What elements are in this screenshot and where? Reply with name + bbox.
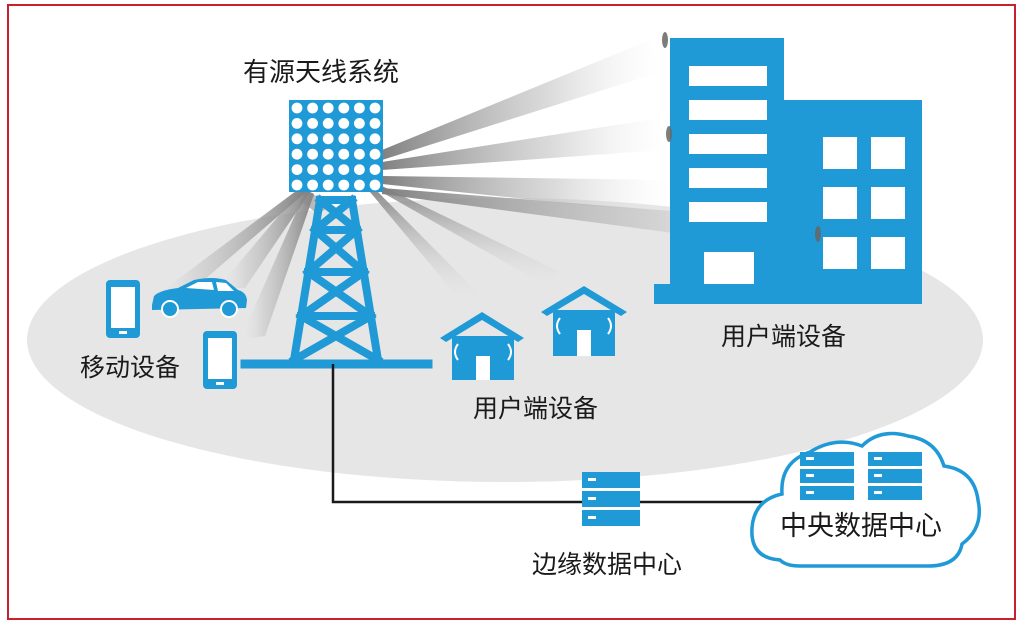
antenna-element	[307, 148, 318, 160]
house-icon	[541, 286, 627, 356]
antenna-element	[322, 118, 334, 129]
antenna-element	[291, 118, 303, 129]
user-devices-building-label: 用户端设备	[721, 322, 847, 351]
antenna-element	[354, 102, 365, 114]
antenna-element	[322, 133, 334, 145]
antenna-element	[369, 133, 381, 145]
antenna-panel-icon	[289, 100, 383, 192]
antenna-element	[354, 164, 365, 176]
antenna-element	[291, 133, 303, 145]
antenna-element	[338, 118, 350, 129]
antenna-element	[354, 179, 365, 191]
antenna-element	[322, 164, 334, 176]
antenna-element	[307, 164, 318, 176]
antenna-element	[322, 179, 334, 191]
server-rack-icon	[582, 472, 640, 526]
car-icon	[152, 278, 247, 318]
antenna-element	[338, 148, 350, 160]
server-rack-icon	[800, 452, 922, 500]
antenna-element	[307, 133, 318, 145]
antenna-element	[291, 148, 303, 160]
office-building-icon	[654, 32, 922, 304]
beams-houses	[370, 186, 560, 300]
antenna-element	[307, 118, 318, 129]
diagram-frame	[7, 4, 1016, 620]
antenna-element	[322, 102, 334, 114]
antenna-element	[369, 148, 381, 160]
antenna-element	[354, 133, 365, 145]
central-datacenter-label: 中央数据中心	[780, 511, 942, 542]
backhaul-lines	[331, 364, 765, 504]
antenna-element	[354, 118, 365, 129]
cloud-icon	[750, 431, 981, 568]
antenna-element	[291, 102, 303, 114]
antenna-system-label: 有源天线系统	[243, 58, 400, 88]
antenna-element	[307, 102, 318, 114]
antenna-element	[369, 179, 381, 191]
antenna-element	[354, 148, 365, 160]
phone-icon	[106, 280, 140, 338]
user-devices-house-label: 用户端设备	[473, 394, 599, 423]
antenna-element	[291, 164, 303, 176]
antenna-element	[338, 102, 350, 114]
edge-datacenter-label: 边缘数据中心	[532, 550, 683, 579]
antenna-element	[291, 179, 303, 191]
antenna-element	[338, 179, 350, 191]
antenna-element	[369, 118, 381, 129]
beams-right	[382, 40, 815, 252]
tower-icon	[240, 194, 433, 369]
antenna-element	[322, 148, 334, 160]
antenna-element	[338, 133, 350, 145]
antenna-element	[369, 102, 381, 114]
antenna-element	[307, 179, 318, 191]
phone-icon	[203, 331, 237, 389]
mobile-devices-label: 移动设备	[80, 353, 181, 382]
antenna-element	[338, 164, 350, 176]
antenna-element	[369, 164, 381, 176]
house-icon	[440, 312, 524, 380]
